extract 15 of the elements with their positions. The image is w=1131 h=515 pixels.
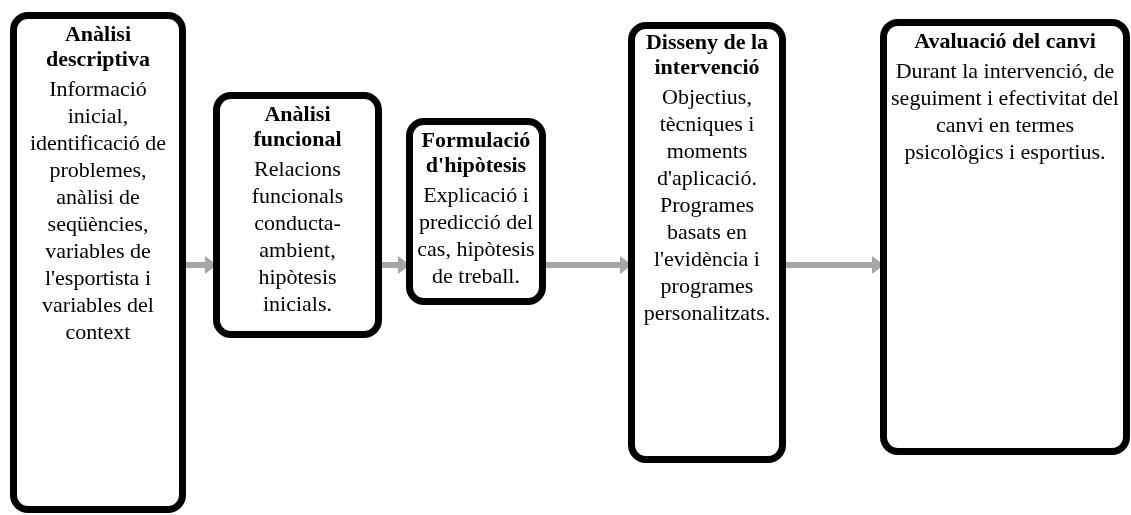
- step-heading: Formulació d'hipòtesis: [420, 127, 532, 177]
- process-box: [628, 22, 786, 463]
- process-box: [880, 19, 1130, 455]
- step-description: Durant la intervenció, de seguiment i efectivitat del canvi en termes psicològics i esportius.: [891, 57, 1119, 165]
- step-description: Informació inicial, identificació de problemes, anàlisi de seqüències, variables de l'esportista i variables del context: [28, 75, 168, 345]
- process-box: [406, 118, 546, 305]
- step-heading: Anàlisi funcional: [252, 101, 343, 151]
- step-heading: Avaluació del canvi: [913, 28, 1097, 53]
- step-heading: Disseny de la intervenció: [644, 29, 770, 79]
- process-box: [213, 92, 382, 338]
- step-heading: Anàlisi descriptiva: [45, 21, 151, 71]
- step-description: Explicació i predicció del cas, hipòtesis de treball.: [417, 181, 535, 289]
- step-description: Relacions funcionals conducta-ambient, hipòtesis inicials.: [250, 155, 345, 317]
- process-box: [10, 12, 186, 513]
- step-description: Objectius, tècniques i moments d'aplicació. Programes basats en l'evidència i programes personalitzats.: [642, 83, 772, 326]
